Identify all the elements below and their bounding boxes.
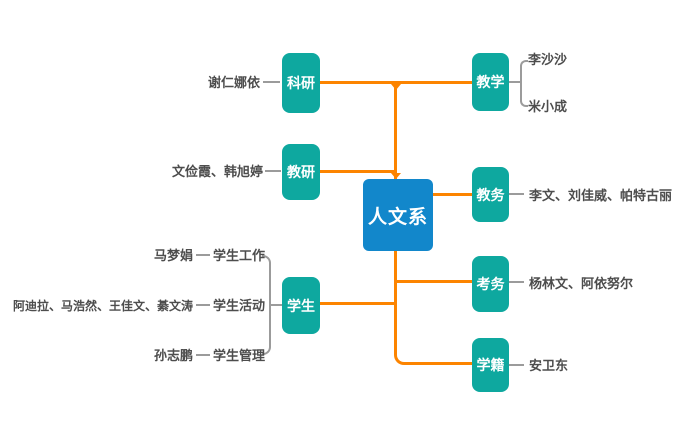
branch-node-academic-affairs[interactable]: 教务 [472, 167, 509, 222]
dash-jiaoyan-members [265, 170, 281, 172]
arrow-down-icon [391, 173, 401, 179]
member-label-teaching-2[interactable]: 米小成 [528, 99, 568, 114]
member-label-student-records[interactable]: 安卫东 [529, 358, 569, 373]
subtopic-student-work[interactable]: 学生工作 [213, 248, 266, 263]
dash-jiaowu-members [509, 193, 524, 195]
member-label-student-management[interactable]: 孙志鹏 [153, 348, 193, 363]
dash-xueji-members [509, 364, 524, 366]
dash-students-stem [271, 304, 282, 306]
dash-keyan-members [263, 81, 280, 83]
member-label-academic-affairs[interactable]: 李文、刘佳威、帕特古丽 [529, 188, 673, 203]
branch-node-research[interactable]: 科研 [282, 53, 320, 113]
member-label-student-activity[interactable]: 阿迪拉、马浩然、王佳文、綦文涛 [12, 299, 193, 313]
connector-jiaowu [433, 193, 472, 196]
dash-student-work [196, 254, 210, 256]
branch-node-student-records[interactable]: 学籍 [472, 338, 509, 392]
dash-jiaoxue-stem [509, 81, 520, 83]
branch-node-teaching-research[interactable]: 教研 [282, 144, 320, 200]
root-node-humanities[interactable]: 人文系 [363, 179, 433, 251]
connector-xuesheng [319, 302, 396, 305]
connector-kaowu [396, 280, 472, 283]
bracket-students-bottom [262, 303, 271, 355]
member-label-research[interactable]: 谢仁娜依 [207, 75, 260, 90]
member-label-teaching-research[interactable]: 文俭霞、韩旭婷 [171, 164, 263, 179]
dash-kaowu-members [509, 281, 524, 283]
connector-corner-xueji [394, 351, 406, 365]
dash-student-management [196, 354, 210, 356]
connector-xueji [404, 362, 472, 365]
arrow-down-icon [391, 84, 401, 90]
branch-node-teaching[interactable]: 教学 [472, 53, 509, 111]
bracket-jiaoxue-bottom [520, 81, 528, 107]
bracket-jiaoxue-top [520, 60, 528, 83]
subtopic-student-activity[interactable]: 学生活动 [213, 298, 266, 313]
dash-student-activity [196, 304, 210, 306]
bracket-students-top [262, 255, 271, 305]
member-label-teaching-1[interactable]: 李沙沙 [528, 52, 568, 67]
branch-node-students[interactable]: 学生 [282, 277, 320, 334]
member-label-exam-affairs[interactable]: 杨林文、阿依努尔 [529, 276, 634, 291]
member-label-student-work[interactable]: 马梦娟 [153, 248, 193, 263]
connector-trunk-top [394, 81, 397, 179]
connector-jiaoyan [320, 170, 396, 173]
branch-node-exam-affairs[interactable]: 考务 [472, 256, 509, 312]
subtopic-student-management[interactable]: 学生管理 [213, 348, 266, 363]
